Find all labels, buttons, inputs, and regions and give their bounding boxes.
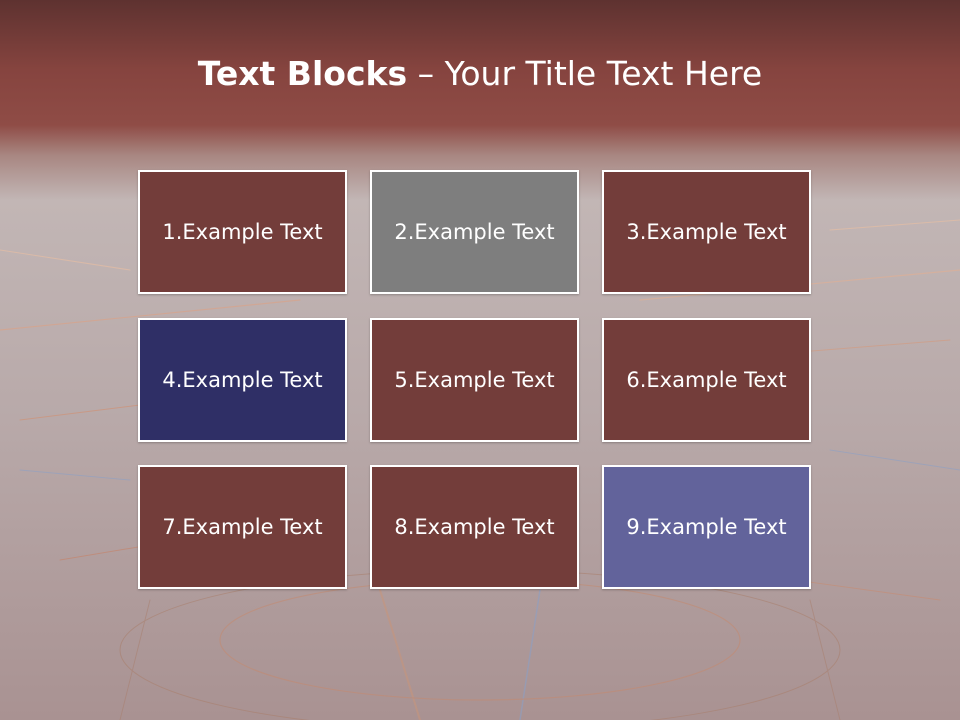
text-block-label: 5.Example Text	[394, 368, 555, 392]
title-bold-part: Text Blocks	[197, 54, 408, 93]
text-block-grid: 1.Example Text 2.Example Text 3.Example …	[138, 170, 816, 594]
text-block-7[interactable]: 7.Example Text	[138, 465, 347, 589]
text-block-2[interactable]: 2.Example Text	[370, 170, 579, 294]
text-block-9[interactable]: 9.Example Text	[602, 465, 811, 589]
slide-title: Text Blocks – Your Title Text Here	[0, 50, 960, 98]
text-block-6[interactable]: 6.Example Text	[602, 318, 811, 442]
text-block-label: 1.Example Text	[162, 220, 323, 244]
text-block-4[interactable]: 4.Example Text	[138, 318, 347, 442]
text-block-1[interactable]: 1.Example Text	[138, 170, 347, 294]
text-block-label: 8.Example Text	[394, 515, 555, 539]
text-block-label: 3.Example Text	[626, 220, 787, 244]
text-block-label: 7.Example Text	[162, 515, 323, 539]
title-dash: –	[407, 54, 445, 93]
title-rest: Your Title Text Here	[444, 54, 763, 93]
text-block-label: 9.Example Text	[626, 515, 787, 539]
text-block-label: 4.Example Text	[162, 368, 323, 392]
text-block-label: 6.Example Text	[626, 368, 787, 392]
text-block-8[interactable]: 8.Example Text	[370, 465, 579, 589]
text-block-3[interactable]: 3.Example Text	[602, 170, 811, 294]
text-block-5[interactable]: 5.Example Text	[370, 318, 579, 442]
text-block-label: 2.Example Text	[394, 220, 555, 244]
